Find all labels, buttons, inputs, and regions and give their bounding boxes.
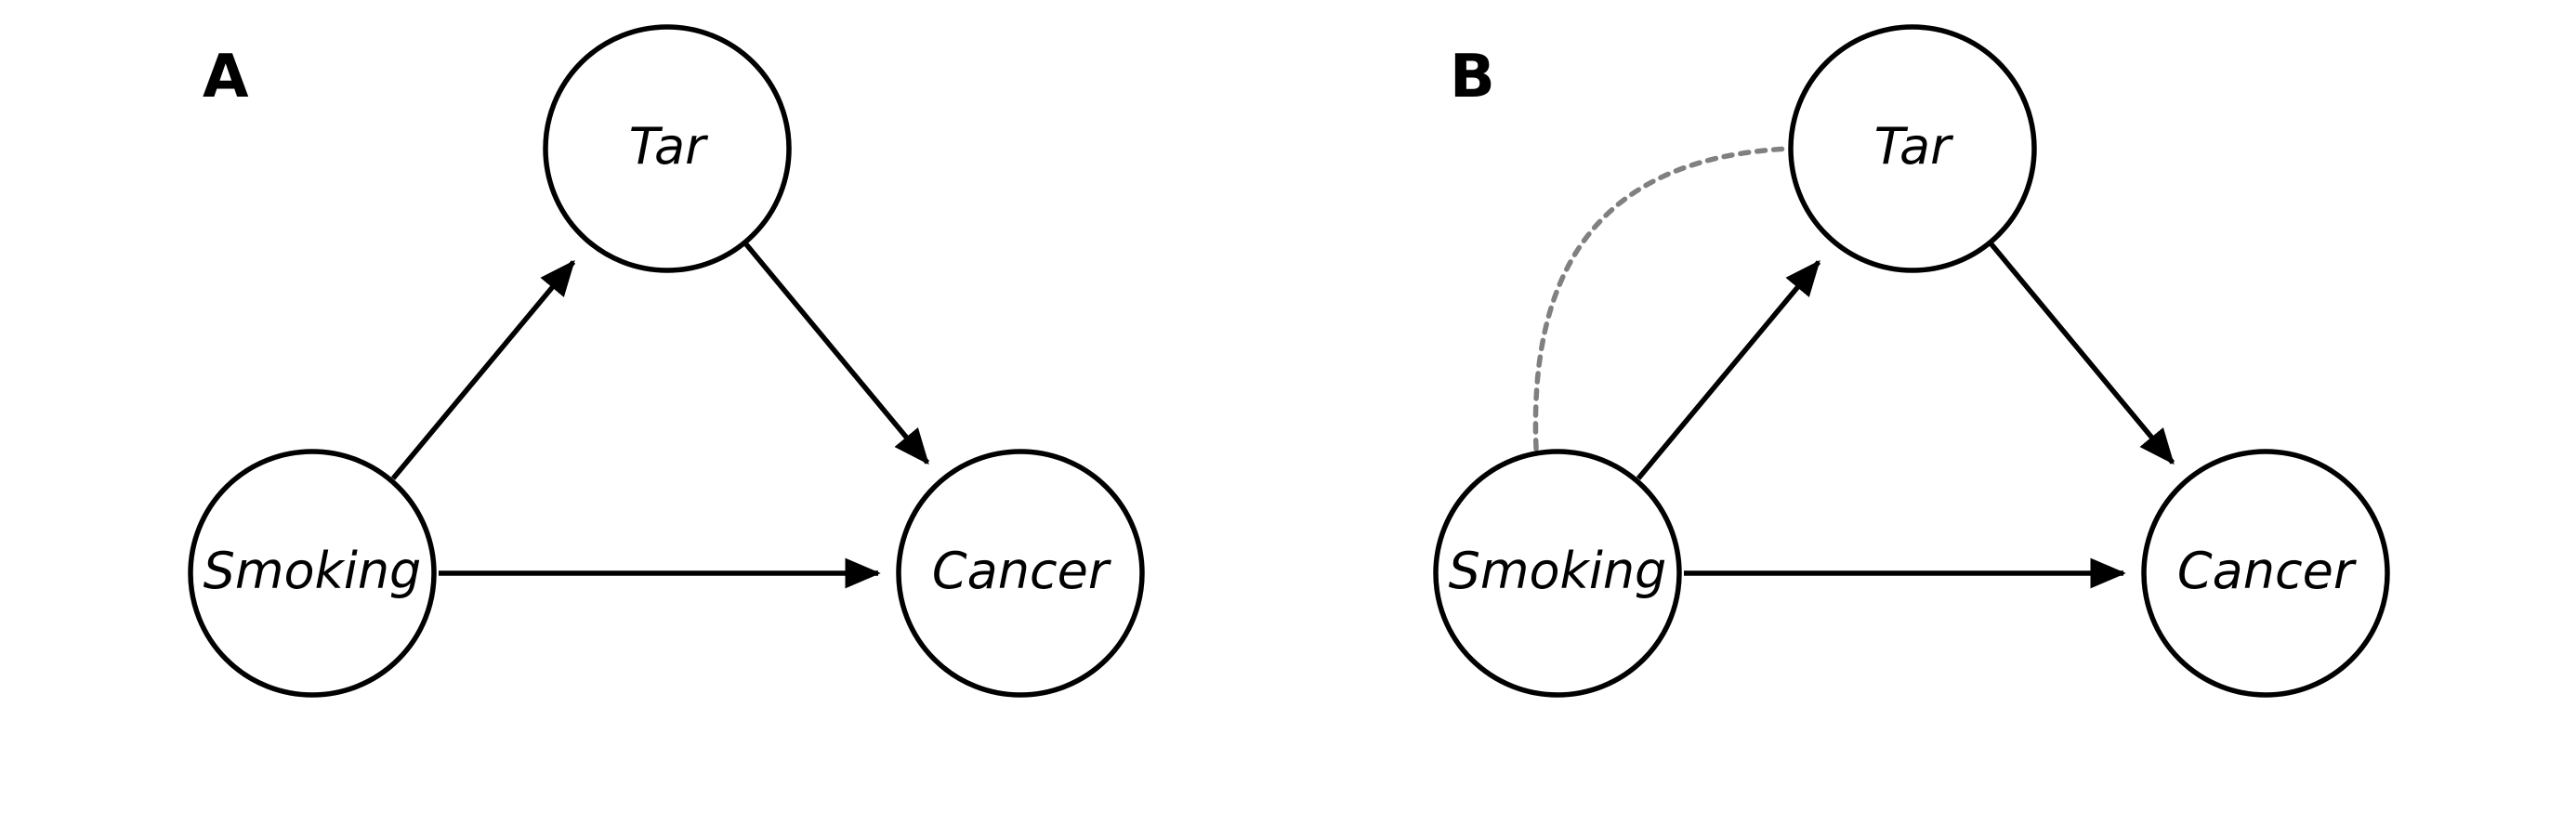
edge-tar-cancer (1989, 242, 2175, 465)
panel-label-b: B (1450, 43, 1495, 111)
node-cancer: Cancer (2141, 449, 2390, 698)
node-label-tar: Tar (1874, 117, 1953, 176)
edge-tar-cancer (743, 242, 930, 465)
edge-confounder-smoking-tar (1532, 146, 1792, 452)
node-smoking: Smoking (188, 449, 437, 698)
node-label-cancer: Cancer (2177, 542, 2357, 600)
node-label-tar: Tar (629, 117, 708, 176)
node-label-smoking: Smoking (204, 542, 422, 600)
node-tar: Tar (1788, 24, 2037, 273)
edge-smoking-tar (390, 259, 576, 480)
panel-b: B Tar Smoking Cancer (1433, 24, 2390, 698)
panel-label-a: A (203, 43, 249, 111)
panel-a: A Tar Smoking Cancer (188, 24, 1145, 698)
node-cancer: Cancer (896, 449, 1145, 698)
node-label-smoking: Smoking (1449, 542, 1667, 600)
node-tar: Tar (543, 24, 792, 273)
edge-smoking-tar (1636, 259, 1821, 480)
node-label-cancer: Cancer (932, 542, 1111, 600)
node-smoking: Smoking (1433, 449, 1682, 698)
